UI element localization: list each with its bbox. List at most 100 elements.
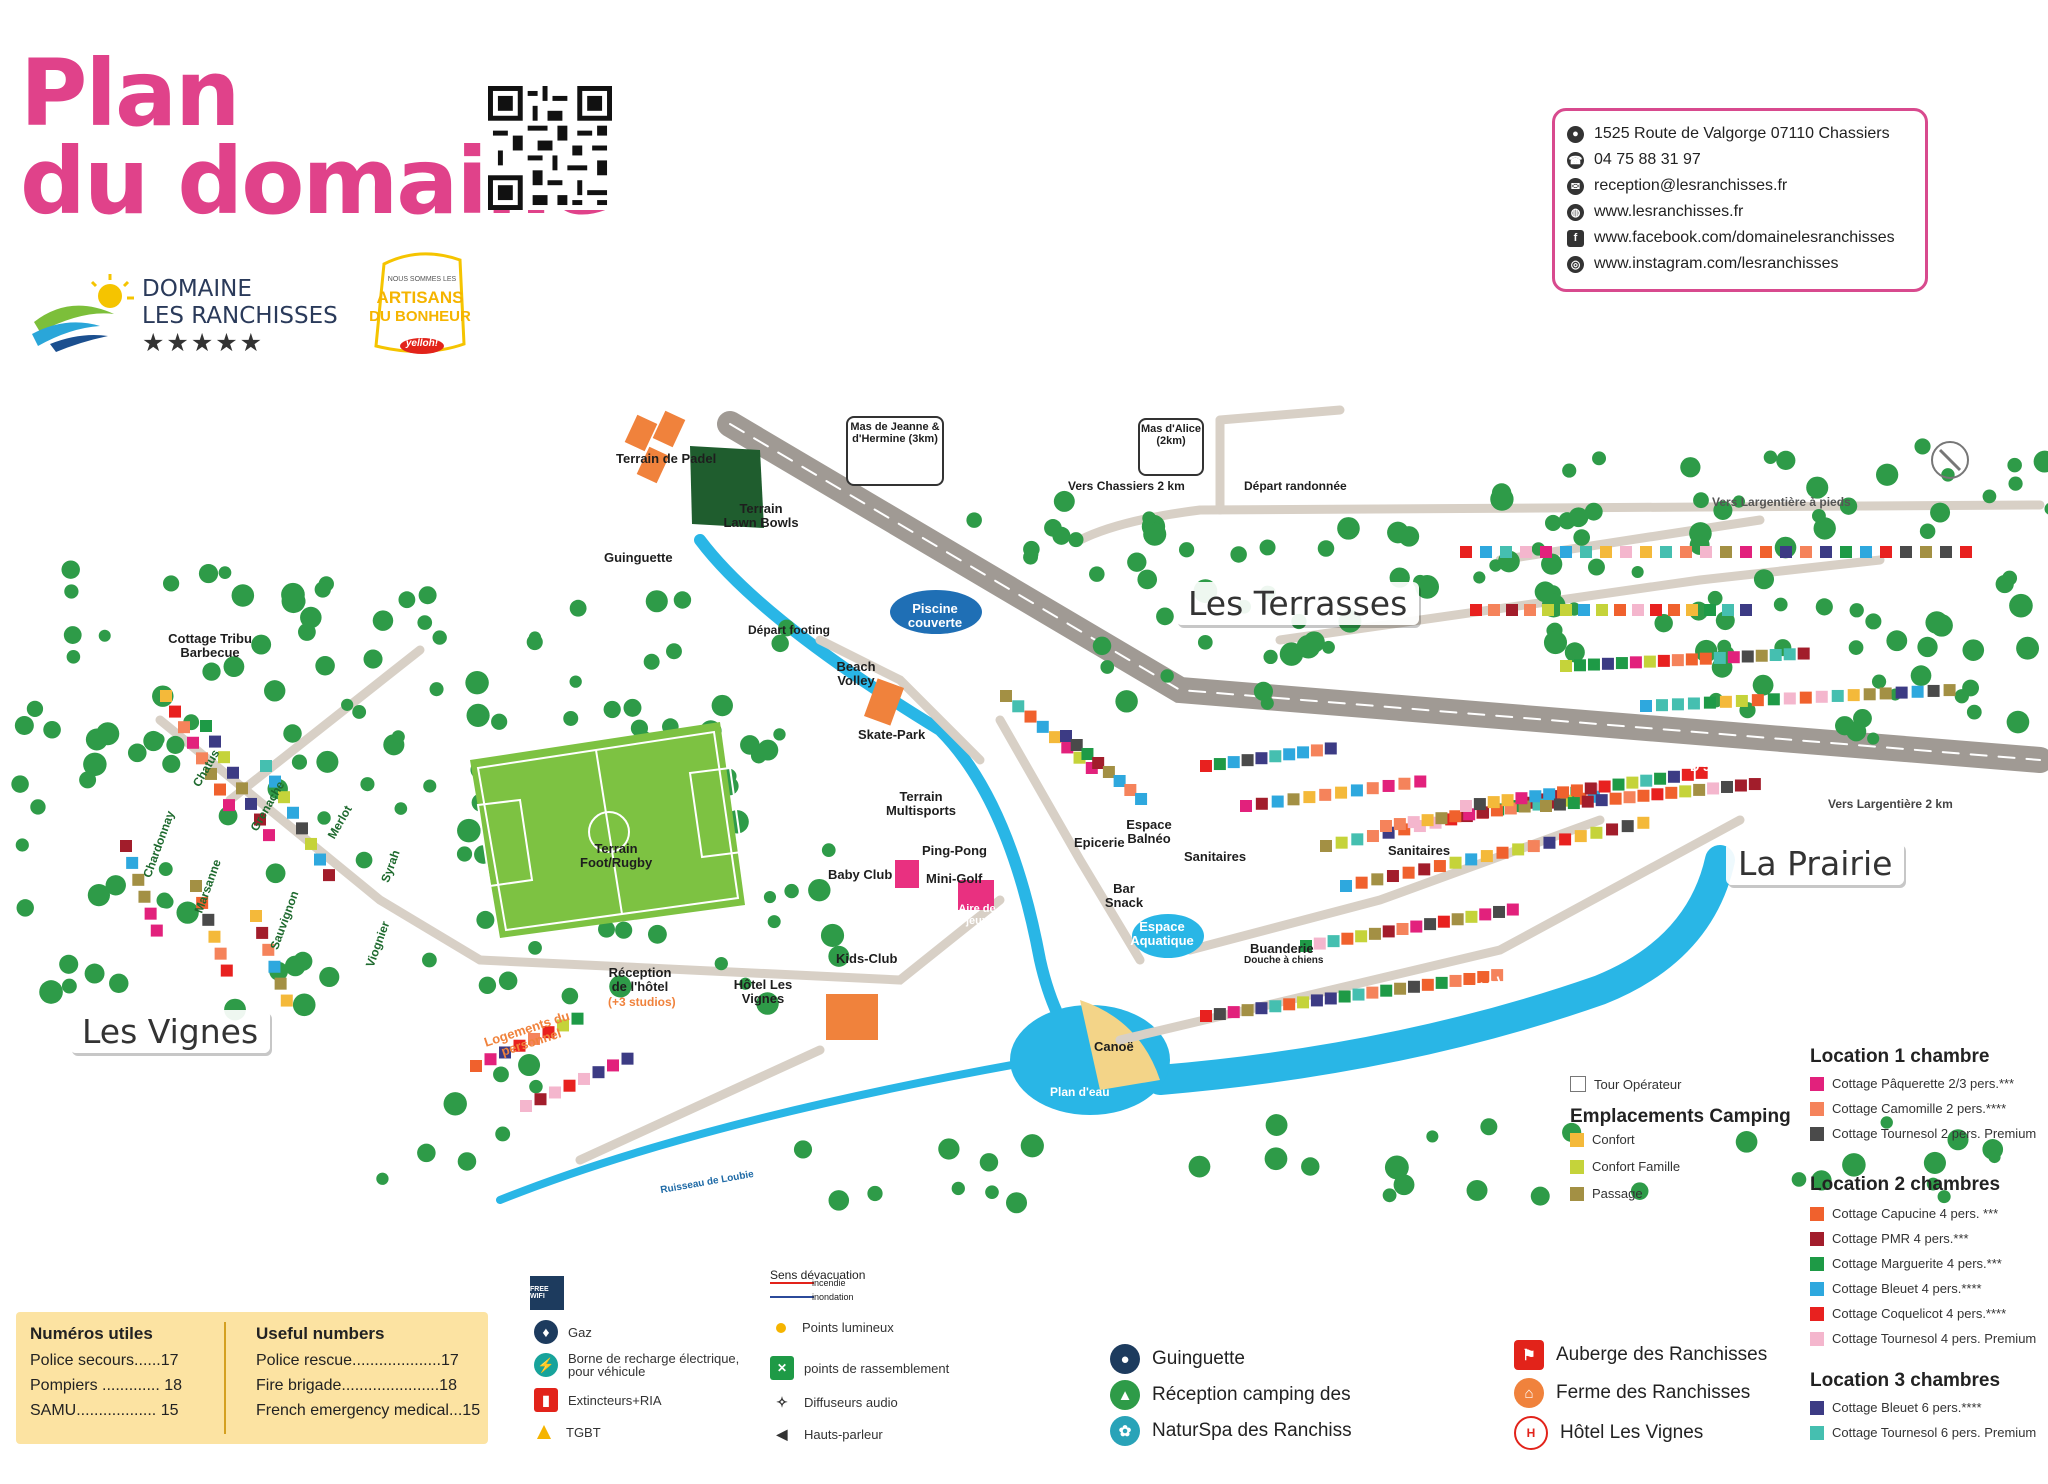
plot[interactable]	[250, 910, 262, 922]
plot[interactable]	[1335, 836, 1348, 849]
plot[interactable]	[578, 1072, 591, 1085]
plot[interactable]	[1693, 783, 1706, 796]
plot[interactable]	[1524, 604, 1536, 616]
plot[interactable]	[1393, 818, 1406, 831]
plot[interactable]	[1124, 783, 1137, 796]
plot[interactable]	[1840, 546, 1852, 558]
plot[interactable]	[1847, 689, 1860, 702]
plot[interactable]	[1320, 840, 1332, 852]
plot[interactable]	[1410, 920, 1423, 933]
plot[interactable]	[1626, 776, 1639, 789]
plot[interactable]	[557, 1019, 570, 1032]
plot[interactable]	[1463, 972, 1476, 985]
plot[interactable]	[1506, 903, 1519, 916]
plot[interactable]	[1632, 604, 1644, 616]
plot[interactable]	[1024, 710, 1037, 723]
plot[interactable]	[305, 837, 317, 850]
plot[interactable]	[1665, 786, 1678, 799]
plot[interactable]	[1584, 782, 1597, 795]
plot[interactable]	[1465, 853, 1478, 866]
plot[interactable]	[1227, 756, 1240, 769]
plot[interactable]	[1355, 930, 1368, 943]
plot[interactable]	[1559, 833, 1572, 846]
plot[interactable]	[1734, 779, 1747, 792]
plot[interactable]	[1113, 774, 1126, 787]
plot[interactable]	[1567, 797, 1580, 810]
plot[interactable]	[1480, 546, 1492, 558]
plot[interactable]	[1780, 546, 1792, 558]
plot[interactable]	[1741, 650, 1754, 663]
plot[interactable]	[1421, 978, 1434, 991]
plot[interactable]	[470, 1060, 482, 1072]
plot[interactable]	[1655, 699, 1668, 712]
plot[interactable]	[1700, 546, 1712, 558]
plot[interactable]	[1606, 823, 1619, 836]
plot[interactable]	[254, 813, 266, 826]
plot[interactable]	[1590, 826, 1603, 839]
plot[interactable]	[1769, 649, 1782, 662]
plot[interactable]	[1102, 765, 1115, 778]
plot[interactable]	[1380, 820, 1392, 832]
plot[interactable]	[1470, 604, 1482, 616]
plot[interactable]	[1355, 876, 1368, 889]
plot[interactable]	[1269, 750, 1282, 763]
plot[interactable]	[1371, 873, 1384, 886]
plot[interactable]	[1324, 992, 1337, 1005]
plot[interactable]	[1540, 546, 1552, 558]
plot[interactable]	[1671, 654, 1684, 667]
plot[interactable]	[1341, 932, 1354, 945]
plot[interactable]	[1668, 604, 1680, 616]
plot[interactable]	[1313, 937, 1326, 950]
plot[interactable]	[1449, 810, 1462, 823]
web-text[interactable]: www.lesranchisses.fr	[1594, 203, 1744, 220]
plot[interactable]	[1449, 856, 1462, 869]
plot[interactable]	[1640, 774, 1653, 787]
plot[interactable]	[1553, 798, 1566, 811]
plot[interactable]	[1596, 604, 1608, 616]
plot[interactable]	[1407, 980, 1420, 993]
plot[interactable]	[1581, 795, 1594, 808]
plot[interactable]	[1287, 793, 1300, 806]
plot[interactable]	[1685, 653, 1698, 666]
plot[interactable]	[1660, 546, 1672, 558]
plot[interactable]	[1727, 651, 1740, 664]
plot[interactable]	[1679, 785, 1692, 798]
email-text[interactable]: reception@lesranchisses.fr	[1594, 177, 1788, 194]
plot[interactable]	[1402, 866, 1415, 879]
plot[interactable]	[178, 721, 190, 734]
plot[interactable]	[1036, 720, 1049, 733]
plot[interactable]	[1000, 690, 1012, 702]
plot[interactable]	[1529, 790, 1542, 803]
plot[interactable]	[1310, 744, 1323, 757]
plot[interactable]	[1500, 546, 1512, 558]
plot[interactable]	[1543, 788, 1556, 801]
plot[interactable]	[245, 797, 257, 810]
plot[interactable]	[278, 791, 290, 804]
plot[interactable]	[1863, 688, 1876, 701]
plot[interactable]	[1820, 546, 1832, 558]
plot[interactable]	[1382, 779, 1395, 792]
plot[interactable]	[1900, 546, 1912, 558]
zone-la-prairie[interactable]: La Prairie	[1726, 842, 1905, 885]
place-auberge[interactable]: ⚑Auberge des Ranchisses	[1514, 1340, 1767, 1370]
phone-text[interactable]: 04 75 88 31 97	[1594, 151, 1701, 168]
qr-code[interactable]	[488, 86, 612, 210]
plot[interactable]	[1748, 778, 1761, 791]
plot[interactable]	[1213, 1008, 1226, 1021]
plot[interactable]	[1720, 546, 1732, 558]
playground-area[interactable]	[958, 880, 994, 910]
plot[interactable]	[1614, 604, 1626, 616]
plot[interactable]	[120, 840, 132, 852]
plot[interactable]	[1227, 1006, 1240, 1019]
hotel-restaurant-icon[interactable]	[826, 994, 878, 1040]
plot[interactable]	[1860, 546, 1872, 558]
pitch-plots[interactable]	[120, 546, 1972, 1112]
plot[interactable]	[274, 977, 287, 990]
contact-phone[interactable]: ☎04 75 88 31 97	[1567, 151, 1701, 169]
plot[interactable]	[1651, 788, 1664, 801]
plot[interactable]	[1352, 988, 1365, 1001]
plot[interactable]	[1241, 1004, 1254, 1017]
plot[interactable]	[160, 690, 172, 702]
